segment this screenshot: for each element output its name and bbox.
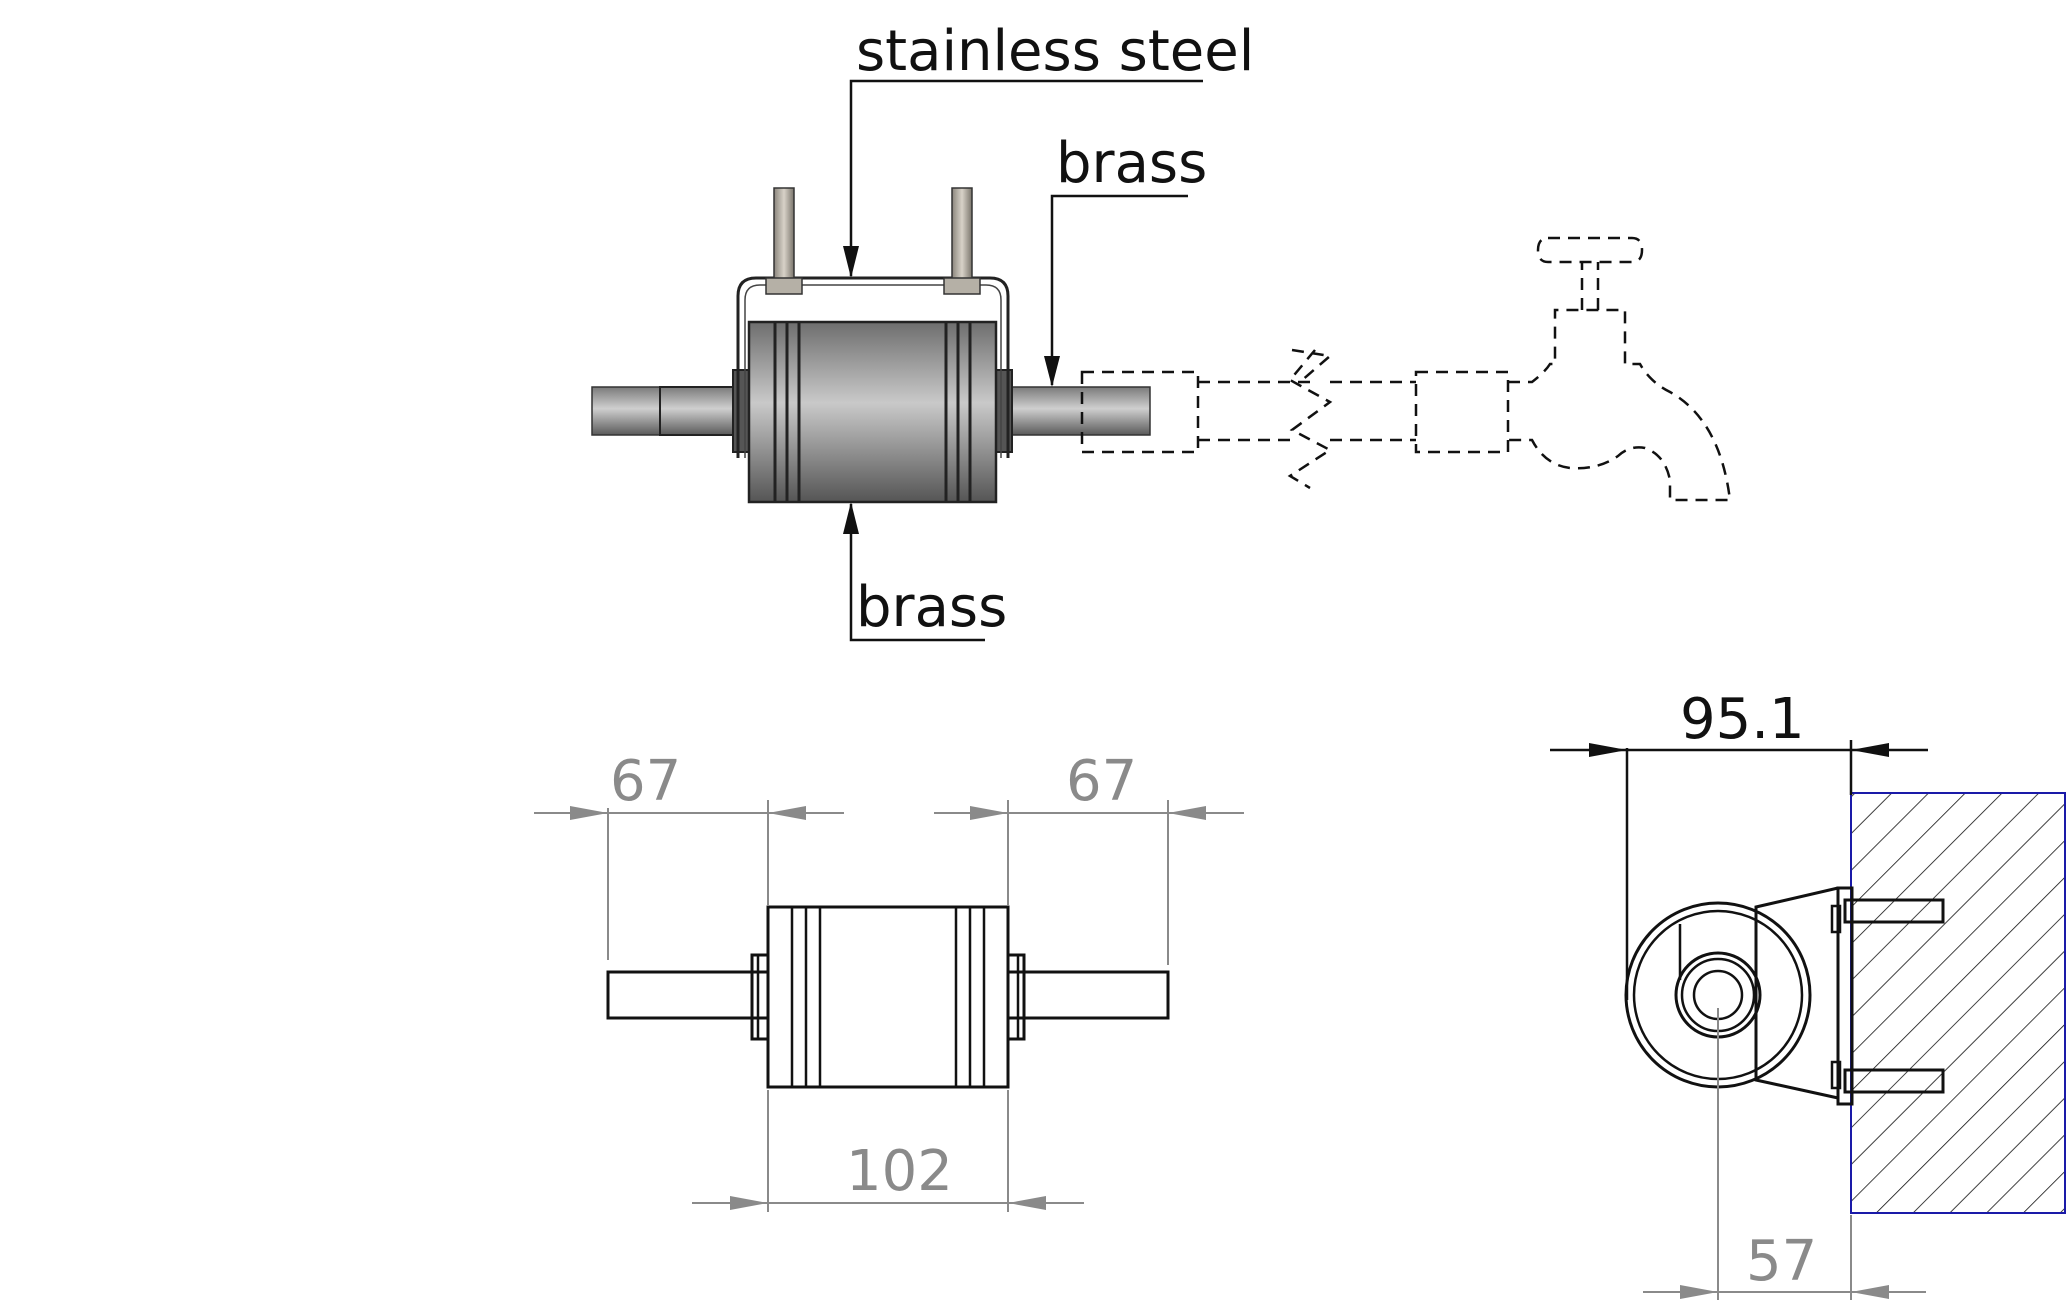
left-bolt [773, 187, 795, 281]
stainless-bracket [736, 276, 1010, 458]
right-pipe [1004, 386, 1151, 436]
cylinder-body [747, 320, 998, 504]
front-body [766, 905, 1010, 1089]
dim-depth-95-1: 95.1 [1680, 687, 1805, 752]
leader-brass-body [843, 502, 985, 642]
left-pipe [591, 386, 738, 436]
label-stainless-steel: stainless steel [856, 19, 1254, 84]
dimension-depth-95-1 [1550, 740, 1928, 1000]
leader-stainless [843, 79, 1203, 278]
right-bolt [951, 187, 973, 281]
front-right-flange [1006, 953, 1026, 1041]
dimension-axis-57 [1643, 1008, 1926, 1300]
dimension-right-67 [934, 800, 1244, 965]
front-view: 67 67 102 [534, 749, 1244, 1212]
left-nut [765, 277, 803, 295]
stainless-bracket-inner [744, 284, 1002, 458]
dimension-body-102 [692, 1090, 1084, 1212]
side-bracket-legs [1678, 920, 1758, 980]
dim-body-102: 102 [846, 1139, 953, 1204]
front-left-flange [750, 953, 770, 1041]
dimension-left-67 [534, 800, 844, 960]
dim-right-67: 67 [1066, 749, 1137, 814]
top-view-assembly: stainless steel brass brass [591, 19, 1732, 642]
left-flange [732, 369, 750, 453]
front-left-pipe [606, 970, 770, 1020]
label-brass-body: brass [856, 575, 1007, 640]
dim-axis-57: 57 [1746, 1229, 1817, 1294]
cylinder-grooves [773, 322, 972, 502]
dashed-pipe-and-tap [1080, 236, 1732, 502]
mounting-plate [1836, 886, 1854, 1106]
side-lower-bolt [1843, 1068, 1945, 1094]
label-brass-pipe: brass [1056, 131, 1207, 196]
dim-left-67: 67 [610, 749, 681, 814]
front-right-pipe [1006, 970, 1170, 1020]
side-view: 95.1 57 [1550, 687, 2066, 1300]
front-grooves [790, 907, 986, 1087]
side-upper-bolt [1843, 898, 1945, 924]
wall-hatched [1850, 792, 2066, 1214]
right-flange [995, 369, 1013, 453]
side-bracket [1754, 886, 1839, 1100]
leader-brass-pipe [1044, 194, 1188, 387]
right-nut [943, 277, 981, 295]
